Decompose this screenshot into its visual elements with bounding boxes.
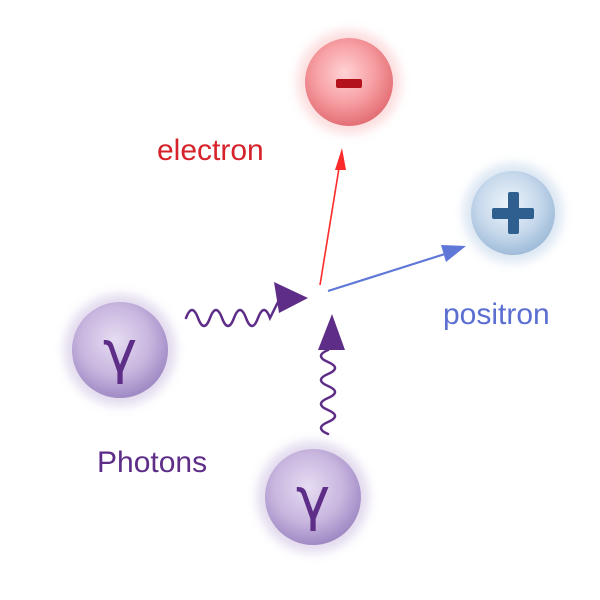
minus-icon xyxy=(336,79,362,88)
photons-label: Photons xyxy=(97,446,207,479)
gamma-symbol: γ xyxy=(296,465,330,533)
positron-particle: + xyxy=(0,0,563,263)
photon-wave-bottom xyxy=(318,314,345,436)
photon-particle-left: γ xyxy=(64,294,176,406)
photon-particle-bottom: γ xyxy=(257,441,369,553)
positron-symbol: + xyxy=(0,0,13,4)
positron-label: positron xyxy=(443,298,550,331)
photon-wave-left xyxy=(184,282,308,328)
gamma-symbol: γ xyxy=(103,318,137,386)
plus-icon xyxy=(492,192,534,234)
positron-arrow xyxy=(327,245,466,293)
electron-particle: - xyxy=(0,0,401,134)
electron-label: electron xyxy=(157,134,264,167)
electron-arrow xyxy=(319,148,346,286)
electron-symbol: - xyxy=(0,0,6,4)
